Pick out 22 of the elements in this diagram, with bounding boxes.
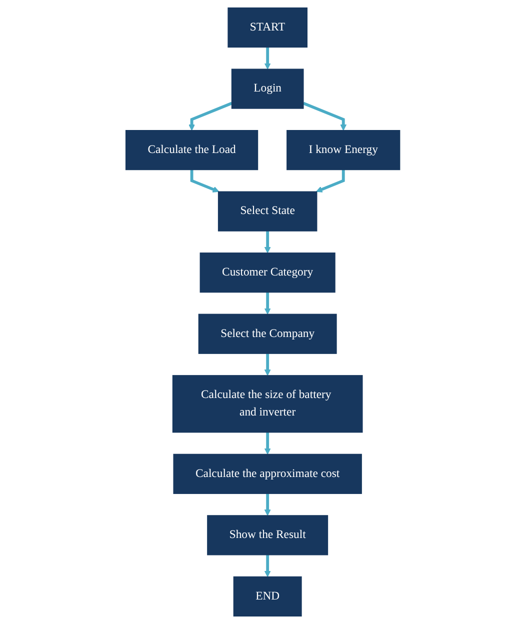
arrow <box>264 354 271 376</box>
arrow <box>264 494 271 516</box>
arrow <box>264 432 271 455</box>
node-box: Login <box>232 68 304 109</box>
node-box: Calculate the approximate cost <box>173 454 362 494</box>
arrow <box>264 292 271 314</box>
arrow <box>316 170 345 192</box>
arrow <box>264 554 271 578</box>
node-box: Select State <box>218 191 318 232</box>
arrow <box>264 231 271 254</box>
arrow <box>190 170 220 192</box>
node-box: Calculate the Load <box>126 130 258 170</box>
arrow <box>303 102 347 131</box>
node-box: Show the Result <box>207 515 328 556</box>
node-box: START <box>228 7 308 48</box>
node-box: I know Energy <box>286 130 400 170</box>
node-box: Select the Company <box>198 314 337 354</box>
node-box: Calculate the size of battery and inverter <box>172 375 363 433</box>
arrow <box>264 47 271 70</box>
arrow <box>188 102 232 131</box>
node-box: END <box>234 576 302 617</box>
node-box: Customer Category <box>200 252 336 293</box>
